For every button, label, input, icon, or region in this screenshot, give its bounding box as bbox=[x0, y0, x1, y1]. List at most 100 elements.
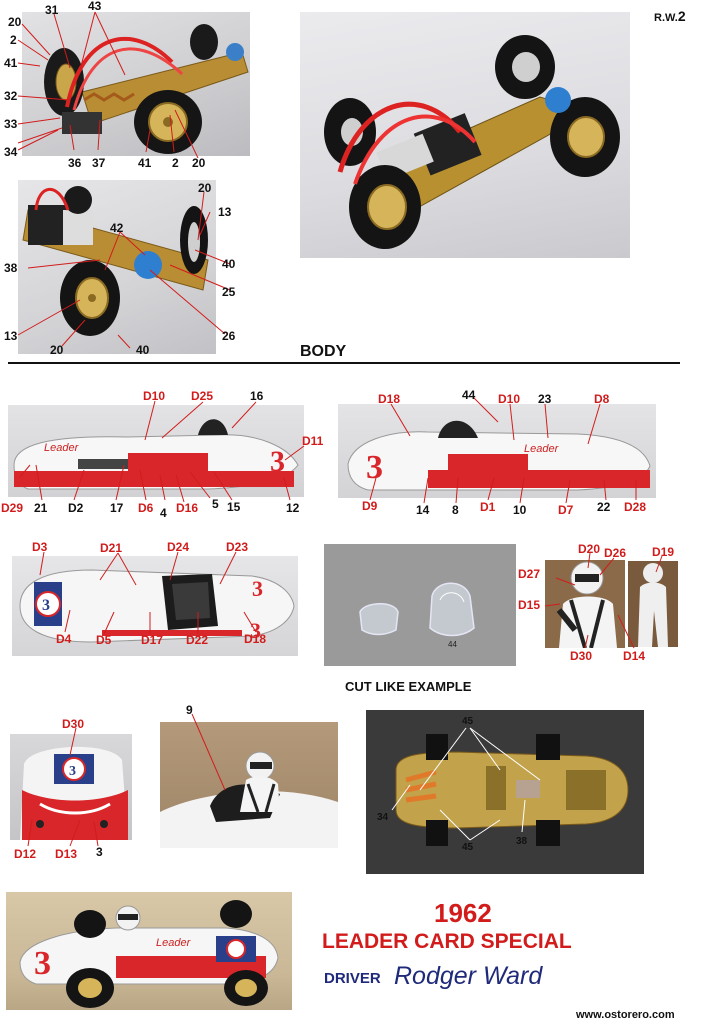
underside-label-45-bottom: 45 bbox=[462, 842, 474, 853]
chassis-label-41-bottom: 41 bbox=[138, 156, 152, 170]
body-top-label-D24: D24 bbox=[167, 540, 190, 554]
front-label-13-bottom: 13 bbox=[4, 329, 18, 343]
finished-car-photo: 3 Leader bbox=[6, 892, 292, 1010]
finished-car-drawing: 3 Leader bbox=[19, 900, 279, 1008]
front-label-20-top: 20 bbox=[198, 181, 212, 195]
chassis-label-31: 31 bbox=[45, 3, 59, 17]
body-left-label-4: 4 bbox=[160, 506, 167, 520]
driver-label-D15: D15 bbox=[518, 598, 541, 612]
nose-label-3: 3 bbox=[96, 845, 103, 859]
body-top-label-D21: D21 bbox=[100, 541, 123, 555]
body-top-label-D4: D4 bbox=[56, 632, 72, 646]
body-top-label-D23: D23 bbox=[226, 540, 249, 554]
chassis-front-photo bbox=[18, 180, 216, 354]
chassis-label-36: 36 bbox=[68, 156, 82, 170]
page-code: R.W.2 bbox=[654, 8, 686, 24]
body-left-label-16: 16 bbox=[250, 389, 264, 403]
chassis-label-37: 37 bbox=[92, 156, 106, 170]
chassis-full-photo bbox=[300, 12, 630, 258]
front-label-42: 42 bbox=[110, 221, 124, 235]
glass-parts-drawing bbox=[359, 582, 475, 637]
body-right-photo: 3 Leader bbox=[338, 404, 656, 498]
chassis-label-2-top: 2 bbox=[10, 33, 17, 47]
driver-suit-drawing bbox=[638, 563, 668, 647]
driver-label-D27: D27 bbox=[518, 567, 541, 581]
svg-text:3: 3 bbox=[270, 445, 285, 478]
body-right-label-14: 14 bbox=[416, 503, 430, 517]
page-number: 2 bbox=[677, 8, 686, 24]
body-right-label-D28: D28 bbox=[624, 500, 647, 514]
body-right-label-44: 44 bbox=[462, 388, 476, 402]
section-title: BODY bbox=[300, 343, 347, 360]
chassis-rear-drawing bbox=[44, 24, 249, 154]
underside-photo bbox=[366, 710, 644, 874]
body-left-drawing: 3 Leader bbox=[13, 419, 299, 490]
nose-label-D13: D13 bbox=[55, 847, 78, 861]
year-title: 1962 bbox=[434, 898, 492, 928]
driver-figure-photo bbox=[545, 560, 625, 648]
underside-label-38: 38 bbox=[516, 836, 528, 847]
body-left-label-12: 12 bbox=[286, 501, 300, 515]
chassis-label-43: 43 bbox=[88, 0, 102, 13]
body-top-label-D17: D17 bbox=[141, 633, 164, 647]
front-label-20-bottom: 20 bbox=[50, 343, 64, 357]
driver-label-D19: D19 bbox=[652, 545, 675, 559]
body-left-label-17: 17 bbox=[110, 501, 124, 515]
body-right-label-D7: D7 bbox=[558, 503, 574, 517]
front-label-26: 26 bbox=[222, 329, 236, 343]
svg-text:Leader: Leader bbox=[156, 937, 192, 949]
body-right-label-8: 8 bbox=[452, 503, 459, 517]
page-code-prefix: R.W. bbox=[654, 12, 678, 24]
cut-caption: CUT LIKE EXAMPLE bbox=[345, 679, 472, 694]
svg-text:3: 3 bbox=[366, 449, 383, 486]
svg-text:3: 3 bbox=[69, 764, 76, 779]
body-left-label-D2: D2 bbox=[68, 501, 84, 515]
body-top-label-D5: D5 bbox=[96, 633, 112, 647]
front-label-40-right: 40 bbox=[222, 257, 236, 271]
body-left-label-D16: D16 bbox=[176, 501, 199, 515]
svg-text:Leader: Leader bbox=[44, 442, 80, 454]
chassis-label-33: 33 bbox=[4, 117, 18, 131]
body-right-label-D10: D10 bbox=[498, 392, 521, 406]
svg-text:3: 3 bbox=[42, 597, 50, 614]
driver-label: DRIVER bbox=[324, 970, 381, 987]
body-left-label-15: 15 bbox=[227, 500, 241, 514]
svg-text:3: 3 bbox=[252, 576, 263, 601]
nose-label-D12: D12 bbox=[14, 847, 37, 861]
driver-label-D26: D26 bbox=[604, 546, 627, 560]
underside-label-34: 34 bbox=[377, 812, 389, 823]
nose-label-D30: D30 bbox=[62, 717, 85, 731]
cockpit-label-9: 9 bbox=[186, 703, 193, 717]
driver-label-D30: D30 bbox=[570, 649, 593, 663]
body-top-label-D3: D3 bbox=[32, 540, 48, 554]
body-top-photo: 3 3 3 bbox=[12, 556, 298, 656]
chassis-label-20-bottom: 20 bbox=[192, 156, 206, 170]
body-left-photo: 3 Leader bbox=[8, 405, 304, 497]
glass-parts-photo: 44 bbox=[324, 544, 516, 666]
body-left-label-D10: D10 bbox=[143, 389, 166, 403]
body-right-drawing: 3 Leader bbox=[347, 420, 651, 491]
body-right-label-D9: D9 bbox=[362, 499, 378, 513]
chassis-front-drawing bbox=[22, 186, 209, 336]
body-left-label-D11: D11 bbox=[302, 434, 324, 448]
underside-drawing bbox=[395, 734, 629, 846]
glass-part-number: 44 bbox=[448, 640, 457, 649]
body-right-label-23: 23 bbox=[538, 392, 552, 406]
svg-text:3: 3 bbox=[34, 945, 51, 982]
driver-name: Rodger Ward bbox=[394, 962, 543, 990]
body-left-label-D29: D29 bbox=[1, 501, 24, 515]
body-right-label-22: 22 bbox=[597, 500, 611, 514]
website-link[interactable]: www.ostorero.com bbox=[576, 1009, 675, 1021]
nose-drawing: 3 bbox=[20, 746, 128, 840]
driver-suit-photo bbox=[628, 561, 678, 647]
chassis-label-41-top: 41 bbox=[4, 56, 18, 70]
front-label-25: 25 bbox=[222, 285, 236, 299]
body-right-label-D1: D1 bbox=[480, 500, 496, 514]
car-name-title: LEADER CARD SPECIAL bbox=[322, 930, 572, 953]
chassis-label-32: 32 bbox=[4, 89, 18, 103]
chassis-label-34: 34 bbox=[4, 145, 18, 159]
body-right-label-D18: D18 bbox=[378, 392, 401, 406]
chassis-label-2-bottom: 2 bbox=[172, 156, 179, 170]
